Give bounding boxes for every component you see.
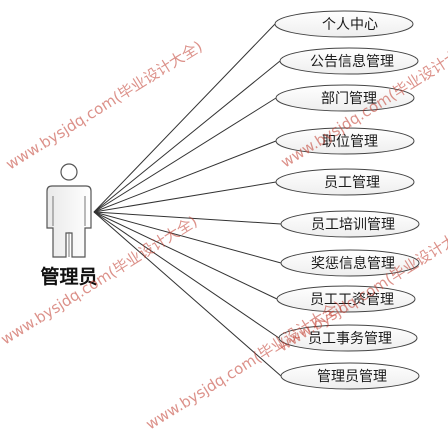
association-line xyxy=(93,211,278,300)
use-case-label: 职位管理 xyxy=(322,134,378,150)
use-case-label: 员工培训管理 xyxy=(311,217,395,233)
actor-figure xyxy=(46,163,92,258)
actor-body xyxy=(46,185,92,258)
association-line xyxy=(93,211,282,264)
use-case-label: 员工管理 xyxy=(324,175,380,191)
use-case-salary-management[interactable]: 员工工资管理 xyxy=(276,285,416,313)
use-case-label: 管理员管理 xyxy=(317,369,387,385)
association-line xyxy=(93,60,281,213)
use-case-label: 员工工资管理 xyxy=(310,292,394,308)
use-case-position-management[interactable]: 职位管理 xyxy=(275,127,415,155)
association-line xyxy=(93,211,282,377)
use-case-label: 个人中心 xyxy=(322,17,378,33)
use-case-affairs-management[interactable]: 员工事务管理 xyxy=(278,324,418,352)
association-line xyxy=(93,140,277,213)
association-line xyxy=(93,181,277,213)
association-line xyxy=(93,211,280,339)
use-case-label: 部门管理 xyxy=(321,91,377,107)
watermark-text: www.bysjdq.com(毕业设计大全) xyxy=(0,212,201,348)
use-case-label: 员工事务管理 xyxy=(308,331,392,347)
use-case-label: 公告信息管理 xyxy=(310,53,394,70)
association-lines xyxy=(93,23,282,377)
use-case-group: 个人中心 公告信息管理 部门管理 职位管理 员工管理 员工培训管理 奖惩信息管理 xyxy=(274,10,420,390)
actor-label: 管理员 xyxy=(40,265,97,288)
use-case-admin-management[interactable]: 管理员管理 xyxy=(280,362,420,390)
association-line xyxy=(93,211,282,225)
use-case-employee-management[interactable]: 员工管理 xyxy=(275,168,415,196)
actor-head xyxy=(60,163,78,181)
use-case-department-management[interactable]: 部门管理 xyxy=(275,84,415,112)
watermark-text: www.bysjdq.com(毕业设计大全) xyxy=(3,37,206,173)
association-line xyxy=(93,97,277,213)
use-case-reward-punishment-management[interactable]: 奖惩信息管理 xyxy=(280,249,420,277)
association-line xyxy=(93,23,276,213)
use-case-notice-management[interactable]: 公告信息管理 xyxy=(279,47,419,75)
use-case-label: 奖惩信息管理 xyxy=(311,255,395,272)
use-case-personal-center[interactable]: 个人中心 xyxy=(274,10,414,38)
use-case-training-management[interactable]: 员工培训管理 xyxy=(280,210,420,238)
